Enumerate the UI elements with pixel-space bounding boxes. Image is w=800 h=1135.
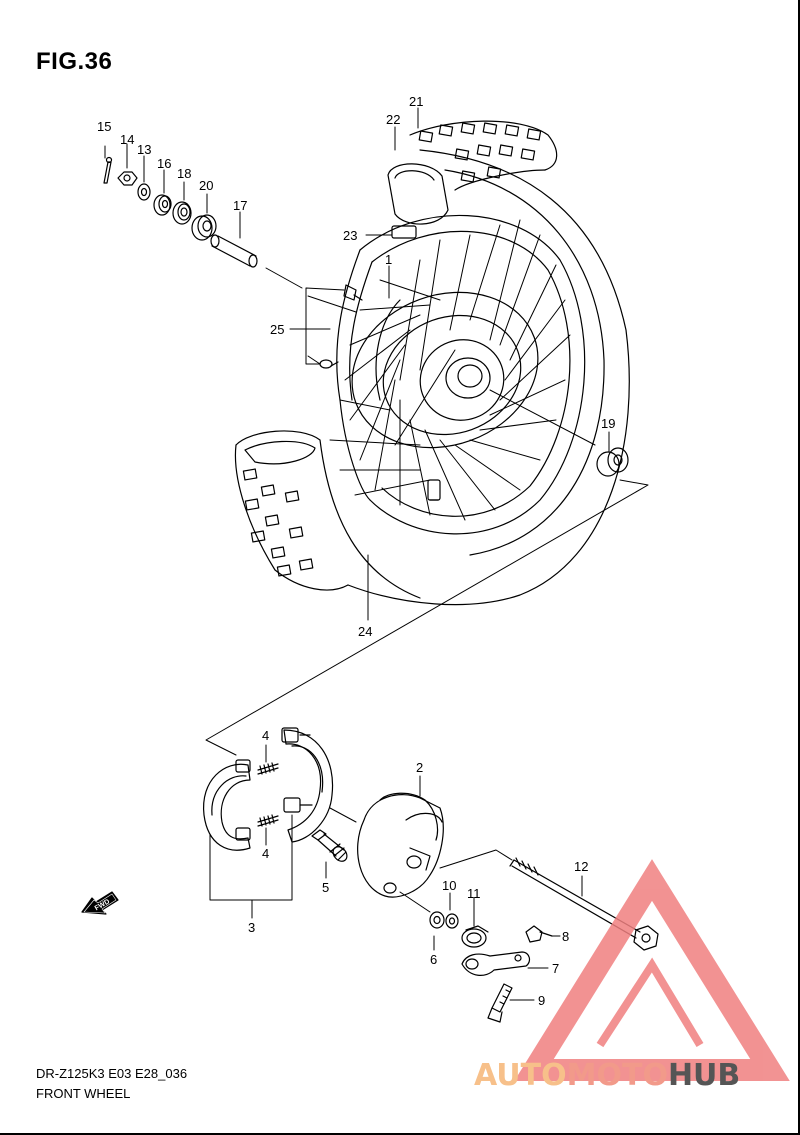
- callout-7: 7: [552, 961, 559, 976]
- rim-lock: [391, 225, 417, 239]
- callout-23: 23: [343, 228, 357, 243]
- callout-19: 19: [601, 416, 615, 431]
- callout-18: 18: [177, 166, 191, 181]
- brake-shoe-left: [203, 759, 251, 851]
- callout-17: 17: [233, 198, 247, 213]
- rim-band: [387, 163, 449, 225]
- bearing-19: [596, 447, 629, 477]
- axle-nut: [117, 171, 138, 186]
- brake-camshaft: [311, 829, 348, 862]
- callout-24: 24: [358, 624, 372, 639]
- cotter-pin: [103, 156, 113, 184]
- washer-6: [429, 911, 445, 929]
- callout-10: 10: [442, 878, 456, 893]
- callout-11: 11: [467, 886, 481, 901]
- callout-3: 3: [248, 920, 255, 935]
- callout-9: 9: [538, 993, 545, 1008]
- callout-6: 6: [430, 952, 437, 967]
- washer-10: [445, 913, 459, 929]
- part-callouts: 1 2 3 4 4 5 6 7 8 9 10 11 12 13 14 15 16…: [97, 94, 615, 1008]
- callout-12: 12: [574, 859, 588, 874]
- callout-1: 1: [385, 252, 392, 267]
- rim: [336, 214, 586, 535]
- callout-14: 14: [120, 132, 134, 147]
- callout-20: 20: [199, 178, 213, 193]
- callout-13: 13: [137, 142, 151, 157]
- model-code: DR-Z125K3 E03 E28_036: [36, 1066, 188, 1081]
- callout-8: 8: [562, 929, 569, 944]
- callout-21: 21: [409, 94, 423, 109]
- bolt-lower: [319, 359, 339, 369]
- callout-22: 22: [386, 112, 400, 127]
- callout-16: 16: [157, 156, 171, 171]
- spacer-16: [153, 194, 172, 216]
- bearing-20: [191, 214, 217, 241]
- brake-cam-lever: [461, 951, 531, 976]
- figure-title: FIG.36: [36, 48, 113, 75]
- fwd-arrow-icon: [81, 891, 119, 915]
- callout-4b: 4: [262, 846, 269, 861]
- callout-4a: 4: [262, 728, 269, 743]
- spring-lower: [257, 814, 279, 827]
- callout-15: 15: [97, 119, 111, 134]
- spring-upper: [257, 762, 279, 775]
- callout-5: 5: [322, 880, 329, 895]
- brake-shoe-right: [281, 727, 334, 843]
- washer-13: [137, 183, 151, 201]
- spokes: [329, 219, 571, 521]
- figure-caption: FRONT WHEEL: [36, 1086, 131, 1101]
- bolt-upper: [343, 284, 363, 301]
- callout-25: 25: [270, 322, 284, 337]
- brake-panel: [357, 792, 444, 898]
- nut-8: [525, 925, 553, 943]
- tire-valve: [427, 479, 441, 501]
- brake-indicator-11: [461, 925, 489, 948]
- oil-seal-18: [172, 201, 192, 225]
- bolt-9: [487, 983, 513, 1023]
- tire: [234, 120, 630, 606]
- spacer-tube-17: [210, 234, 258, 268]
- callout-2: 2: [416, 760, 423, 775]
